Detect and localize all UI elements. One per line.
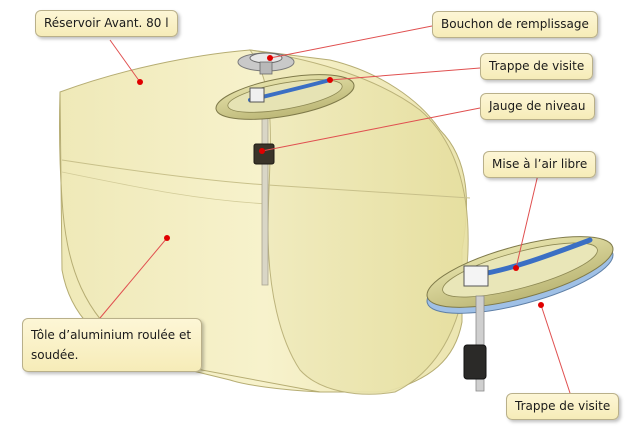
top-access-hatch (215, 74, 355, 120)
marker-trappe-bottom (538, 302, 544, 308)
filler-cap (237, 52, 295, 75)
marker-reservoir (137, 79, 143, 85)
top-hatch-sender (249, 87, 265, 103)
filler-cap-neck (259, 61, 273, 75)
filler-cap-top (249, 52, 283, 64)
label-bouchon: Bouchon de remplissage (432, 11, 598, 38)
leader-trappe-bottom (540, 304, 571, 394)
detached-hatch-sender (463, 265, 489, 287)
gauge-float (253, 143, 275, 165)
leader-mise-air (515, 165, 541, 269)
label-tole: Tôle d’aluminium roulée et soudée. (22, 318, 202, 372)
detached-hatch-rod (475, 295, 485, 392)
label-mise-air: Mise à l’air libre (483, 151, 597, 178)
detached-access-hatch (426, 236, 614, 392)
label-jauge: Jauge de niveau (480, 93, 595, 120)
tank-seam-line (61, 159, 471, 199)
marker-mise-air (513, 265, 519, 271)
level-gauge (253, 104, 275, 286)
gauge-rod (261, 104, 269, 286)
leader-tole (99, 237, 168, 319)
leader-bouchon (269, 25, 433, 59)
top-hatch-plate (227, 79, 343, 113)
leader-lines (99, 25, 571, 394)
marker-bouchon (267, 55, 273, 61)
marker-jauge (259, 148, 265, 154)
marker-tole (164, 235, 170, 241)
label-reservoir: Réservoir Avant. 80 l (35, 10, 178, 37)
leader-trappe-top (329, 67, 481, 81)
label-trappe-bottom: Trappe de visite (506, 393, 620, 420)
label-trappe-top: Trappe de visite (480, 53, 594, 80)
detached-hatch-float (463, 344, 487, 380)
leader-reservoir (109, 39, 141, 83)
markers (137, 55, 544, 308)
marker-trappe-top (327, 77, 333, 83)
leader-jauge (261, 107, 481, 152)
tank-seam-line-lower (61, 171, 269, 205)
